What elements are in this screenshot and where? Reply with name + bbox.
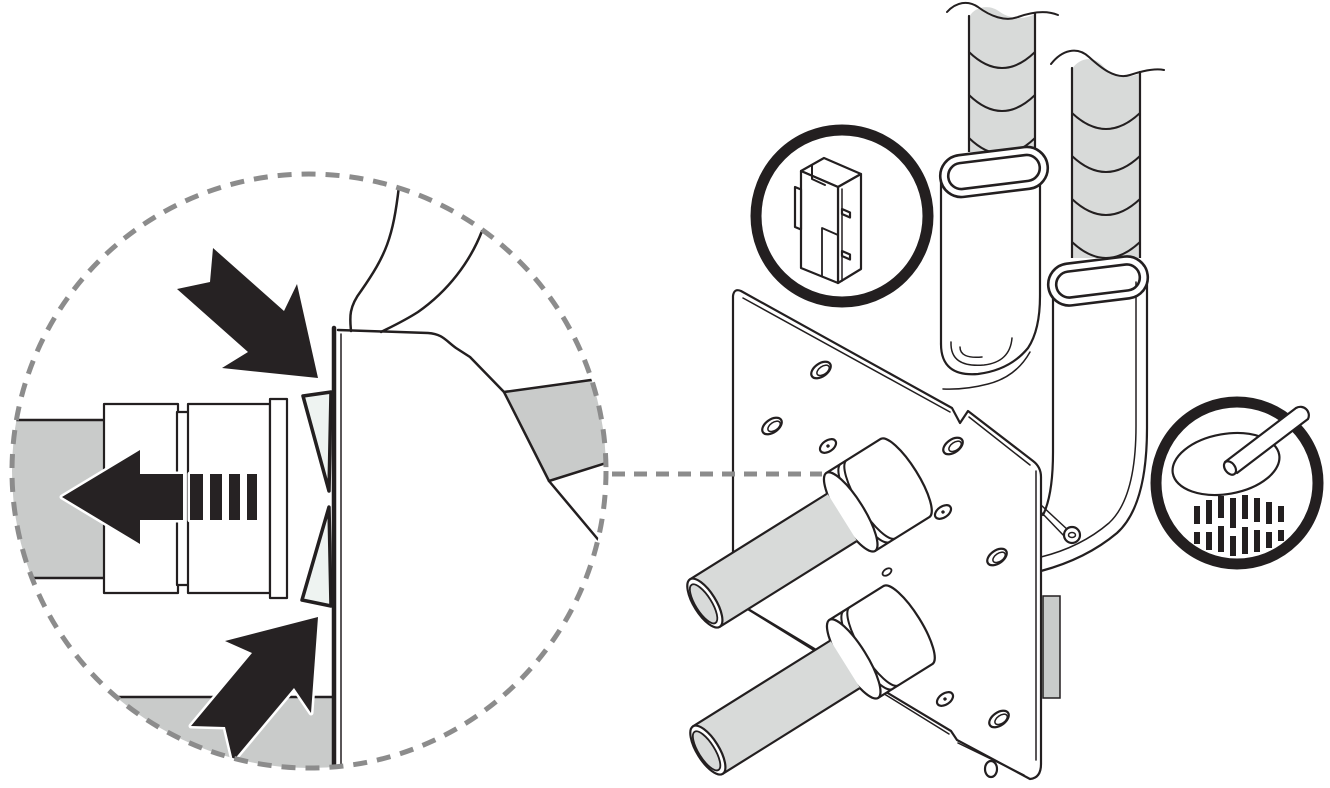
press-arrow-top	[174, 245, 321, 381]
sleeve-end-arcs	[950, 337, 1013, 367]
sleeve-fill	[1040, 258, 1147, 572]
sleeve-elbow-hint	[942, 351, 1031, 390]
sleeve-fill	[941, 152, 1040, 465]
hose-sides	[1070, 66, 1142, 286]
plug-notch	[811, 164, 826, 186]
sleeve-contour-line-2	[379, 229, 484, 334]
connector-plug-badge	[750, 124, 934, 308]
hose-body	[969, 7, 1035, 180]
sleeve-opening	[1046, 255, 1150, 307]
bracket-strut	[1040, 504, 1070, 539]
detail-dashed-circle	[9, 171, 609, 771]
plug-latch-pins	[840, 207, 852, 261]
retention-cone-bottom	[300, 505, 333, 608]
sleeve-right-edge	[1039, 276, 1149, 573]
plug-side-tab	[793, 185, 803, 231]
pull-arrow-motion-dashes	[187, 471, 260, 523]
plate-hole-ring	[942, 436, 964, 456]
brush-handle-socket	[1222, 460, 1238, 476]
round-brush-badge	[1150, 396, 1324, 570]
corrugated-hose-rear	[1050, 49, 1165, 286]
manifold-assembly	[670, 1, 1165, 788]
detail-contents	[12, 184, 606, 768]
plate-hole-ring	[761, 416, 783, 436]
sleeve-front	[938, 145, 1050, 465]
strut-tab-hole	[1067, 531, 1077, 539]
retention-cone-top	[301, 390, 333, 493]
pull-arrow-left	[59, 447, 186, 547]
plate-hole-ring	[988, 709, 1010, 729]
brush-handle	[1223, 405, 1310, 475]
plate-hole-ring	[810, 360, 832, 380]
plate-hole-pilot	[818, 438, 838, 454]
flange-ring	[268, 397, 289, 600]
round-brush-icon	[1171, 405, 1310, 556]
sleeve-inner-arc	[1040, 281, 1137, 558]
plate-hole-ring	[986, 547, 1008, 567]
sleeve-elbow-outer	[939, 294, 1042, 376]
press-arrow-bottom	[188, 614, 321, 764]
plate-hole-pilot	[933, 504, 953, 520]
sleeve-contour-line-1	[349, 184, 401, 333]
sleeve-behind-shade	[502, 375, 606, 483]
motion-dash	[187, 471, 206, 523]
sleeve-left-edge	[1041, 280, 1055, 517]
bracket-flange-strip	[1042, 595, 1061, 699]
bracket-lower-details	[983, 504, 1082, 779]
plate-hole-tiny	[881, 567, 893, 577]
quick-disconnect-detail	[9, 171, 609, 771]
bracket-top-profile	[336, 328, 506, 394]
plate-edge-doubles	[738, 297, 1037, 776]
plug-panel-lines	[821, 227, 839, 277]
corrugated-hose-front	[946, 1, 1059, 182]
sleeve-rear	[1039, 255, 1150, 573]
hose-bands	[1071, 112, 1141, 259]
plate-hole-pilot	[935, 691, 955, 707]
connector-plug-icon	[793, 156, 863, 285]
motion-dash	[244, 471, 260, 523]
motion-dash	[207, 471, 225, 523]
sleeve-behind-edge	[547, 479, 603, 545]
hose-break-line	[1050, 49, 1165, 78]
bottom-peg	[983, 759, 999, 779]
sleeve-opening	[938, 145, 1050, 199]
brush-bristles	[1194, 495, 1284, 556]
plug-front-face	[799, 169, 840, 285]
motion-dash	[226, 471, 243, 523]
hose-break-line	[946, 1, 1059, 20]
strut-tab	[1062, 525, 1082, 545]
